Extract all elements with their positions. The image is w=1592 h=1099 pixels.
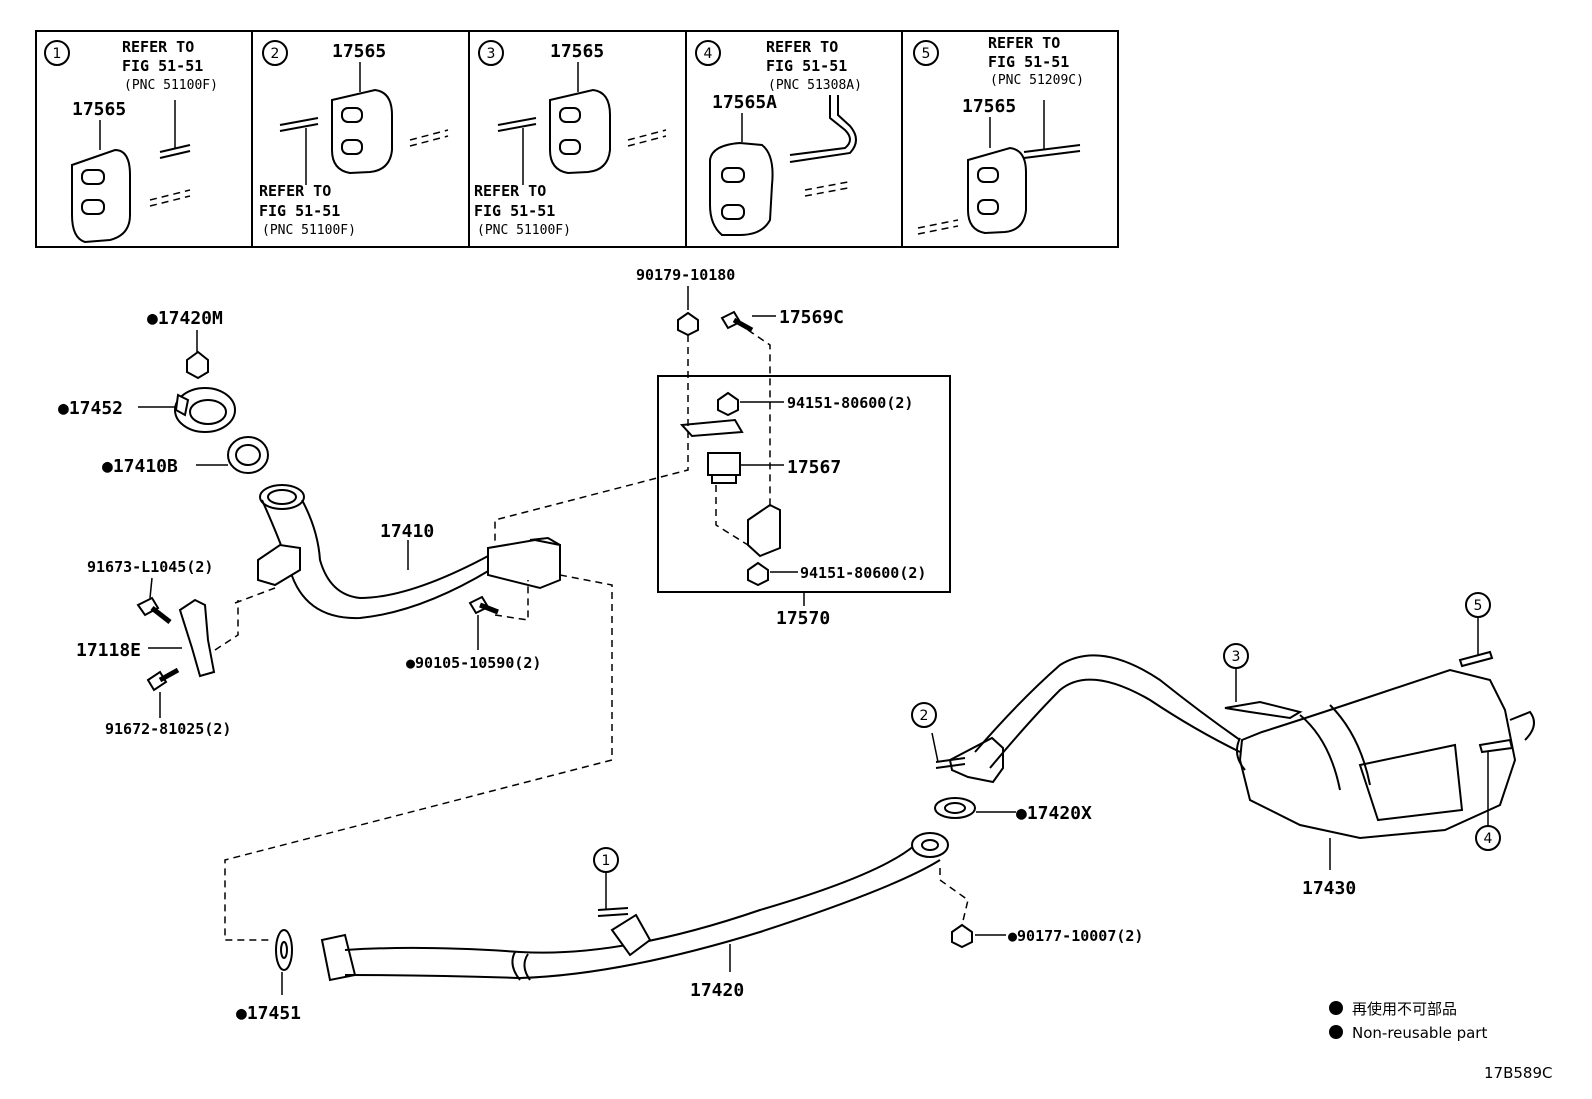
inset-3-ref-line1: REFER TO xyxy=(474,182,546,200)
inset-2-ref-line3: (PNC 51100F) xyxy=(262,223,356,238)
inset-1-part-label: 17565 xyxy=(72,99,126,120)
inset-3[interactable]: 3 17565 REFER TO FIG 51-51 (PNC 51100F) xyxy=(474,40,667,238)
inset-panel: 1 REFER TO FIG 51-51 (PNC 51100F) 17565 … xyxy=(35,30,1119,248)
inset-2-ref-line2: FIG 51-51 xyxy=(259,202,340,220)
tail-pipe-muffler-17430[interactable]: 17430 xyxy=(931,618,1535,899)
label-91673: 91673-L1045(2) xyxy=(87,558,213,576)
label-17567: 17567 xyxy=(787,457,841,478)
label-94151-upper: 94151-80600(2) xyxy=(787,394,913,412)
nut-17420m[interactable]: ●17420M xyxy=(147,308,223,380)
svg-text:3: 3 xyxy=(1232,649,1241,665)
inset-5-ref-line2: FIG 51-51 xyxy=(988,53,1069,71)
gasket-17420x[interactable]: ●17420X xyxy=(934,797,1092,824)
callout-3[interactable]: 3 xyxy=(1223,643,1249,669)
label-17430: 17430 xyxy=(1302,878,1356,899)
inset-3-ref-line2: FIG 51-51 xyxy=(474,202,555,220)
pipe-17410[interactable]: 17410 xyxy=(257,484,561,620)
label-17569c: 17569C xyxy=(779,307,844,328)
nut-90179[interactable] xyxy=(677,311,699,337)
center-pipe-17420[interactable]: ●17451 17420 ●90177-10007(2) xyxy=(236,832,1143,1024)
inset-4-ref-line1: REFER TO xyxy=(766,38,838,56)
bolt-90105[interactable]: ●90105-10590(2) xyxy=(406,595,541,672)
inset-4-ref-line3: (PNC 51308A) xyxy=(768,78,862,93)
inset-1-ref-line2: FIG 51-51 xyxy=(122,57,203,75)
hanger-assembly-17570: 90179-10180 17569C 94151-80600(2) 17567 xyxy=(494,266,951,629)
bullet-icon xyxy=(1329,1025,1343,1039)
callout-4[interactable]: 4 xyxy=(1475,825,1501,851)
inset-3-ref-line3: (PNC 51100F) xyxy=(477,223,571,238)
bolt-91672[interactable]: 91672-81025(2) xyxy=(105,667,231,738)
inset-1[interactable]: 1 REFER TO FIG 51-51 (PNC 51100F) 17565 xyxy=(44,38,218,244)
label-90105: ●90105-10590(2) xyxy=(406,654,541,672)
label-17410: 17410 xyxy=(380,521,434,542)
rubber-hanger-icon xyxy=(331,88,393,175)
inset-5-part-label: 17565 xyxy=(962,96,1016,117)
label-90177: ●90177-10007(2) xyxy=(1008,927,1143,945)
inset-5-number: 5 xyxy=(922,46,931,62)
bullet-icon xyxy=(1329,1001,1343,1015)
rubber-hanger-icon xyxy=(709,141,774,236)
front-pipe-assembly: ●17420M ●17452 ●17410B 17410 xyxy=(58,308,613,941)
label-17452: ●17452 xyxy=(58,398,123,419)
label-17451: ●17451 xyxy=(236,1003,301,1024)
label-17410b: ●17410B xyxy=(102,456,178,477)
label-90179: 90179-10180 xyxy=(636,266,735,284)
callout-1[interactable]: 1 xyxy=(593,847,619,873)
inset-5[interactable]: 5 REFER TO FIG 51-51 (PNC 51209C) 17565 xyxy=(913,34,1084,235)
rubber-hanger-icon xyxy=(71,148,131,244)
inset-2-ref-line1: REFER TO xyxy=(259,182,331,200)
svg-text:4: 4 xyxy=(1484,831,1493,847)
inset-4-part-label: 17565A xyxy=(712,92,777,113)
inset-4-ref-line2: FIG 51-51 xyxy=(766,57,847,75)
inset-1-number: 1 xyxy=(53,46,62,62)
inset-4[interactable]: 4 REFER TO FIG 51-51 (PNC 51308A) 17565A xyxy=(695,38,862,236)
rubber-mount-17567[interactable]: 17567 xyxy=(707,452,841,484)
bolt-91673[interactable]: 91673-L1045(2) xyxy=(87,558,213,624)
label-17118e: 17118E xyxy=(76,640,141,661)
figure-code: 17B589C xyxy=(1484,1064,1552,1082)
callout-5[interactable]: 5 xyxy=(1465,592,1491,618)
svg-text:1: 1 xyxy=(602,853,611,869)
inset-5-ref-line3: (PNC 51209C) xyxy=(990,73,1084,88)
rubber-hanger-icon xyxy=(967,146,1027,235)
inset-3-number: 3 xyxy=(487,46,496,62)
inset-5-ref-line1: REFER TO xyxy=(988,34,1060,52)
nut-94151-lower[interactable]: 94151-80600(2) xyxy=(747,561,926,587)
rubber-hanger-icon xyxy=(549,88,611,175)
legend-japanese: 再使用不可部品 xyxy=(1352,1000,1457,1018)
clamp-17452[interactable]: ●17452 xyxy=(58,387,236,433)
svg-text:2: 2 xyxy=(920,708,929,724)
label-17570: 17570 xyxy=(776,608,830,629)
legend-english: Non-reusable part xyxy=(1352,1024,1487,1042)
inset-3-part-label: 17565 xyxy=(550,41,604,62)
nut-90177[interactable]: ●90177-10007(2) xyxy=(951,923,1143,949)
legend: 再使用不可部品 Non-reusable part xyxy=(1329,1000,1487,1042)
label-17420: 17420 xyxy=(690,980,744,1001)
label-17420x: ●17420X xyxy=(1016,803,1092,824)
nut-94151-upper[interactable]: 94151-80600(2) xyxy=(717,391,913,417)
inset-2-number: 2 xyxy=(271,46,280,62)
bracket-17118e[interactable]: 17118E xyxy=(76,598,216,678)
inset-1-ref-line1: REFER TO xyxy=(122,38,194,56)
callout-2[interactable]: 2 xyxy=(911,702,937,728)
inset-2[interactable]: 2 17565 REFER TO FIG 51-51 (PNC 51100F) xyxy=(259,40,449,238)
inset-4-number: 4 xyxy=(704,46,713,62)
svg-text:5: 5 xyxy=(1474,598,1483,614)
gasket-17410b[interactable]: ●17410B xyxy=(102,436,269,477)
label-91672: 91672-81025(2) xyxy=(105,720,231,738)
label-94151-lower: 94151-80600(2) xyxy=(800,564,926,582)
inset-1-ref-line3: (PNC 51100F) xyxy=(124,78,218,93)
label-17420m: ●17420M xyxy=(147,308,223,329)
bolt-17569c[interactable]: 17569C xyxy=(720,307,844,333)
inset-2-part-label: 17565 xyxy=(332,41,386,62)
